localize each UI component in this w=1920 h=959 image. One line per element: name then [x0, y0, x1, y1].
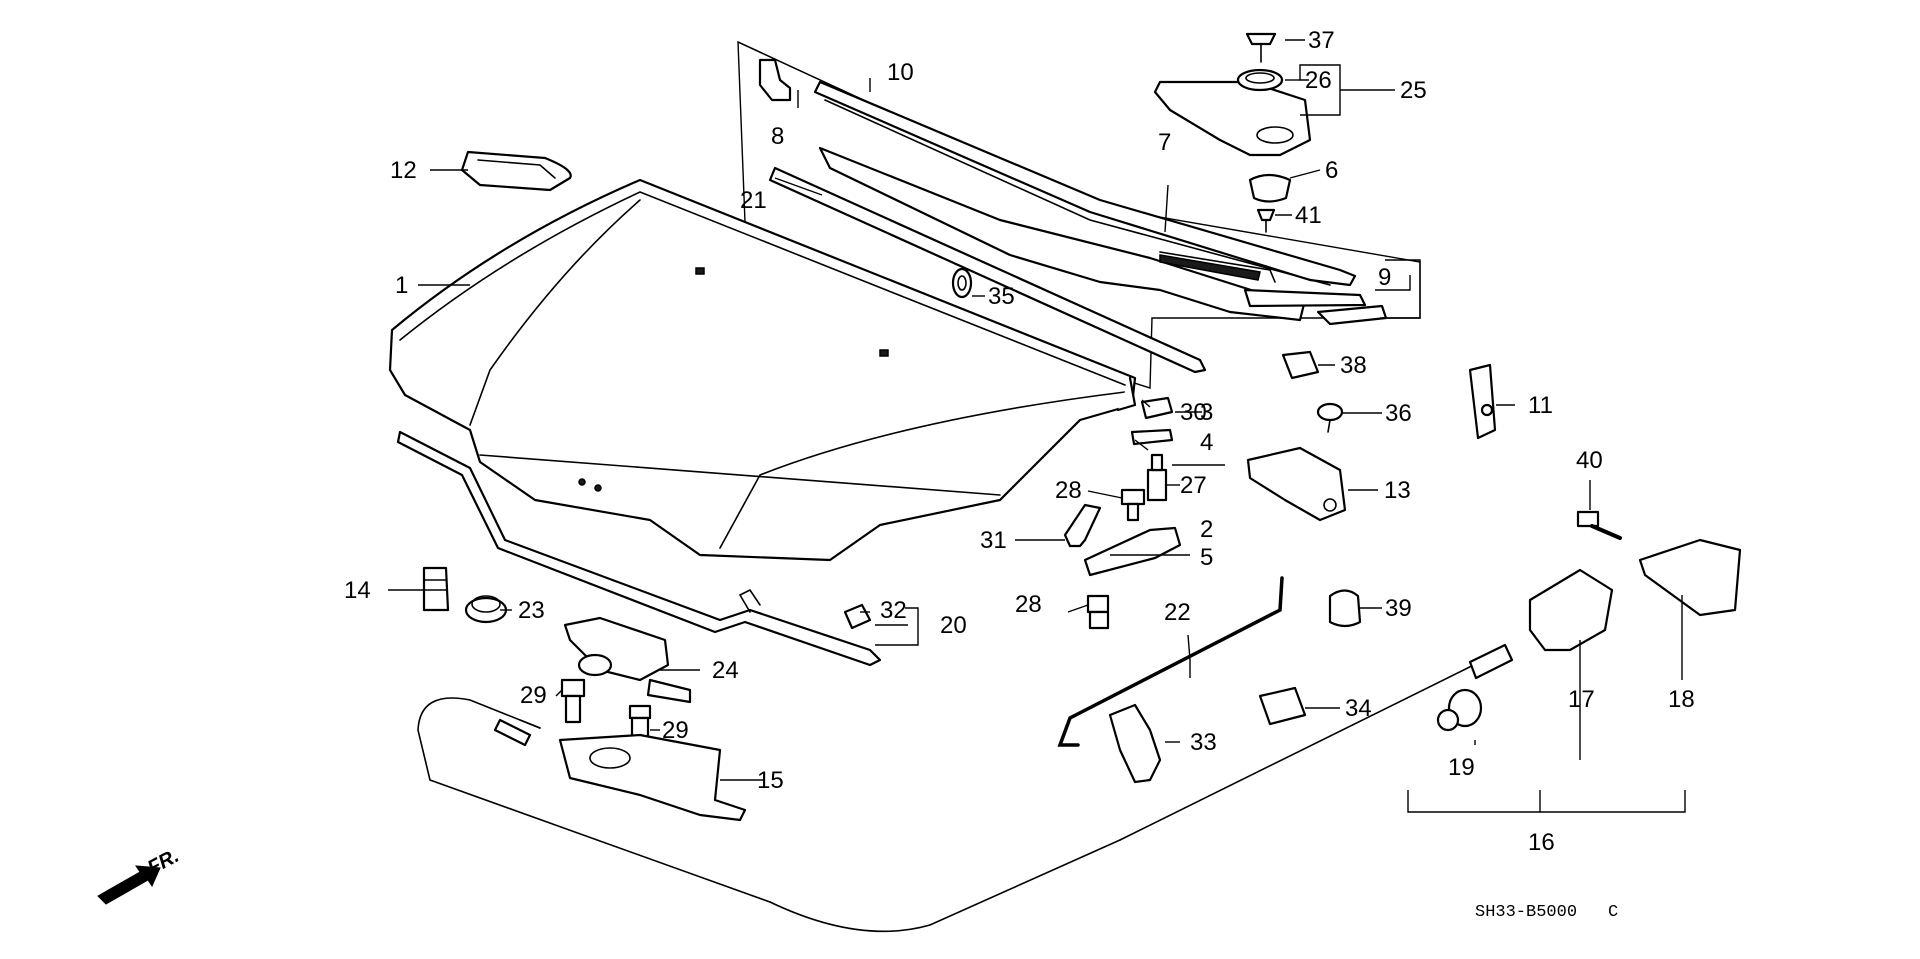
clip-8 [758, 58, 792, 102]
callout-5: 5 [1200, 544, 1213, 571]
clip-38 [1281, 350, 1320, 380]
callout-20: 20 [940, 612, 967, 639]
callout-17: 17 [1568, 686, 1595, 713]
callout-31: 31 [980, 527, 1007, 554]
latch-15 [558, 733, 747, 822]
callout-28-top: 28 [1055, 477, 1082, 504]
callout-12: 12 [390, 157, 417, 184]
callout-14: 14 [344, 577, 371, 604]
callout-15: 15 [757, 767, 784, 794]
hood-hole [879, 349, 889, 357]
screw-37 [1245, 32, 1277, 63]
knob-19 [1436, 688, 1483, 732]
bolt-27 [1146, 453, 1168, 502]
callout-30: 30 [1180, 399, 1207, 426]
leader-lines [388, 39, 1686, 813]
callout-29-right: 29 [662, 717, 689, 744]
bolt-28-bottom [1086, 594, 1110, 630]
callout-29-left: 29 [520, 682, 547, 709]
callout-35: 35 [988, 283, 1015, 310]
lock-catch-24 [563, 616, 692, 704]
bolt-29-a [560, 678, 586, 724]
plug-36 [1316, 402, 1344, 433]
drawing-code: SH33-B5000 [1475, 903, 1577, 922]
bracket-18 [1638, 538, 1742, 617]
callout-25: 25 [1400, 77, 1427, 104]
grommet-39 [1328, 589, 1362, 628]
callout-3: 3 [1200, 399, 1213, 426]
callout-labels: 1 2 3 4 5 6 7 8 9 10 11 12 13 14 15 16 1… [344, 27, 1695, 856]
callout-1: 1 [395, 272, 408, 299]
hood [388, 178, 1137, 562]
bracket-9 [1316, 304, 1388, 326]
rod-holder-33 [1108, 703, 1162, 784]
callout-9: 9 [1378, 264, 1391, 291]
callout-19: 19 [1448, 754, 1475, 781]
emblem [460, 150, 572, 192]
drawing-revision: C [1608, 903, 1618, 922]
callout-2: 2 [1200, 516, 1213, 543]
callout-8: 8 [771, 123, 784, 150]
release-lever-17 [1528, 568, 1614, 652]
callout-39: 39 [1385, 595, 1412, 622]
callout-18: 18 [1668, 686, 1695, 713]
callout-34: 34 [1345, 695, 1372, 722]
callout-11: 11 [1528, 392, 1553, 419]
callout-32: 32 [880, 597, 907, 624]
stay-holder-11 [1468, 363, 1497, 440]
hood-seal [396, 430, 882, 667]
washer-3 [1130, 428, 1174, 446]
hinge-2-5 [1083, 526, 1182, 577]
hood-hole [695, 267, 705, 275]
hinge-13 [1246, 446, 1347, 522]
callout-37: 37 [1308, 27, 1335, 54]
screw-41 [1256, 208, 1276, 233]
callout-23: 23 [518, 597, 545, 624]
cap-6 [1248, 173, 1292, 203]
fresh-air-panel [1153, 68, 1312, 157]
callout-41: 41 [1295, 202, 1322, 229]
cowl-top [813, 80, 1367, 322]
nut-30 [1140, 396, 1174, 420]
bolt-28-top [1120, 488, 1146, 522]
callout-24: 24 [712, 657, 739, 684]
callout-33: 33 [1190, 729, 1217, 756]
callout-10: 10 [887, 59, 914, 86]
callout-21: 21 [740, 187, 767, 214]
front-direction-indicator: FR. [97, 845, 183, 905]
bolt-40 [1576, 510, 1622, 540]
callout-26: 26 [1305, 67, 1332, 94]
callout-4: 4 [1200, 429, 1213, 456]
support-rod-22 [1057, 576, 1284, 747]
callout-27: 27 [1180, 472, 1207, 499]
release-cable-16 [417, 643, 1514, 933]
bumper-23 [464, 595, 508, 624]
callout-22: 22 [1164, 599, 1191, 626]
clip-34 [1258, 686, 1307, 726]
bumper-14 [422, 566, 450, 612]
weatherstrip [768, 166, 1207, 374]
clip-35 [951, 267, 973, 299]
clip-32 [843, 603, 872, 630]
front-arrow-icon [97, 865, 161, 905]
callout-28-bottom: 28 [1015, 591, 1042, 618]
callout-16: 16 [1528, 829, 1555, 856]
stay-31 [1063, 503, 1102, 548]
callout-40: 40 [1576, 447, 1603, 474]
callout-13: 13 [1384, 477, 1411, 504]
callout-7: 7 [1158, 129, 1171, 156]
callout-6: 6 [1325, 157, 1338, 184]
callout-36: 36 [1385, 400, 1412, 427]
callout-38: 38 [1340, 352, 1367, 379]
